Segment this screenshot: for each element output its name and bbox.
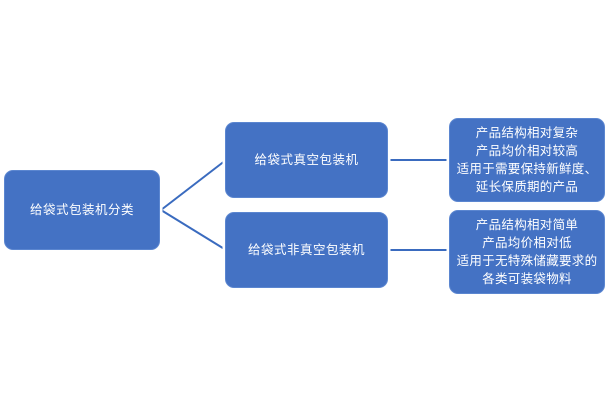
- node-vacuum-packaging-machine-label: 给袋式真空包装机: [254, 151, 359, 167]
- node-root-label: 给袋式包装机分类: [29, 201, 134, 217]
- connector-root-to-nonvacuum: [160, 209, 227, 251]
- vacuum-detail-line-1: 产品结构相对复杂: [475, 124, 579, 140]
- node-non-vacuum-packaging-machine[interactable]: 给袋式非真空包装机: [225, 212, 388, 288]
- vacuum-detail-line-3: 适用于需要保持新鲜度、延长保质期的产品: [456, 161, 598, 195]
- node-root[interactable]: 给袋式包装机分类: [4, 170, 160, 250]
- node-non-vacuum-details[interactable]: 产品结构相对简单 产品均价相对低 适用于无特殊储藏要求的各类可装袋物料: [449, 210, 605, 294]
- node-non-vacuum-packaging-machine-label: 给袋式非真空包装机: [247, 241, 365, 257]
- node-vacuum-packaging-machine[interactable]: 给袋式真空包装机: [225, 122, 388, 198]
- non-vacuum-detail-line-1: 产品结构相对简单: [475, 216, 579, 232]
- node-vacuum-details[interactable]: 产品结构相对复杂 产品均价相对较高 适用于需要保持新鲜度、延长保质期的产品: [449, 118, 605, 202]
- vacuum-detail-line-2: 产品均价相对较高: [475, 142, 579, 158]
- non-vacuum-detail-line-2: 产品均价相对低: [482, 234, 572, 250]
- connector-root-to-vacuum: [160, 159, 227, 211]
- non-vacuum-detail-line-3: 适用于无特殊储藏要求的各类可装袋物料: [456, 253, 598, 287]
